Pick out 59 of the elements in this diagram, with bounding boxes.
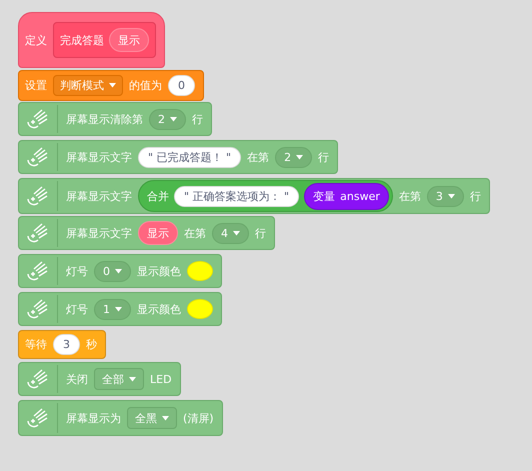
block-label: (清屏) — [183, 410, 214, 426]
block-label: LED — [150, 372, 172, 386]
block-label: 等待 — [25, 337, 47, 352]
parameter-reporter: 显示 — [138, 221, 178, 245]
color-swatch — [187, 299, 213, 319]
set-variable-block — [18, 70, 204, 101]
block-label: 设置 — [25, 78, 47, 93]
value-input: 3 — [53, 334, 80, 355]
block-label: 在第 — [184, 226, 206, 240]
block-label: 关闭 — [66, 372, 88, 386]
command-block — [18, 140, 338, 174]
command-block — [18, 216, 275, 250]
block-label: 屏幕显示文字 — [66, 188, 132, 204]
block-label: 灯号 — [66, 264, 88, 278]
color-swatch — [187, 261, 213, 281]
block-label: 显示颜色 — [137, 264, 181, 278]
wait-block — [18, 330, 106, 359]
block-label: 合并 — [147, 188, 169, 204]
define-prototype — [53, 22, 156, 58]
block-label: 秒 — [86, 337, 97, 352]
value-input: " 正确答案选项为： " — [174, 186, 300, 206]
block-label: 行 — [318, 150, 330, 164]
block-label: 在第 — [247, 150, 270, 164]
command-block — [18, 292, 222, 326]
number-dropdown: 2 — [149, 108, 186, 130]
block-label: 显示颜色 — [137, 302, 181, 316]
block-label: 在第 — [398, 188, 421, 204]
command-block — [18, 102, 212, 136]
block-label: 行 — [192, 112, 203, 126]
value-input: " 已完成答题！ " — [138, 146, 242, 168]
option-dropdown: 全黑 — [127, 407, 177, 429]
block-label: 行 — [255, 226, 266, 240]
block-label: 完成答题 — [60, 32, 104, 48]
value-input: 0 — [168, 75, 195, 96]
command-block — [18, 400, 223, 436]
number-dropdown: 3 — [426, 186, 464, 206]
command-block — [18, 178, 490, 214]
join-reporter — [138, 180, 393, 212]
number-dropdown: 4 — [212, 222, 249, 244]
variable-dropdown: 判断模式 — [53, 75, 123, 96]
number-dropdown: 0 — [94, 260, 131, 282]
command-block — [18, 362, 181, 396]
block-label: 行 — [470, 188, 481, 204]
number-dropdown: 1 — [94, 298, 131, 320]
variable-reporter — [304, 182, 389, 210]
reporter-label: 变量 — [313, 188, 336, 204]
block-label: 定义 — [25, 32, 47, 48]
command-block — [18, 254, 222, 288]
reporter-label: answer — [340, 190, 380, 202]
block-label: 屏幕显示为 — [66, 410, 121, 426]
block-label: 屏幕显示文字 — [66, 226, 132, 240]
option-dropdown: 全部 — [94, 368, 144, 390]
block-label: 屏幕显示清除第 — [66, 112, 143, 126]
block-label: 灯号 — [66, 302, 88, 316]
hat-block — [18, 12, 165, 68]
number-dropdown: 2 — [275, 146, 312, 168]
parameter-reporter: 显示 — [109, 28, 149, 52]
block-label: 的值为 — [129, 78, 162, 93]
block-label: 屏幕显示文字 — [66, 150, 132, 164]
